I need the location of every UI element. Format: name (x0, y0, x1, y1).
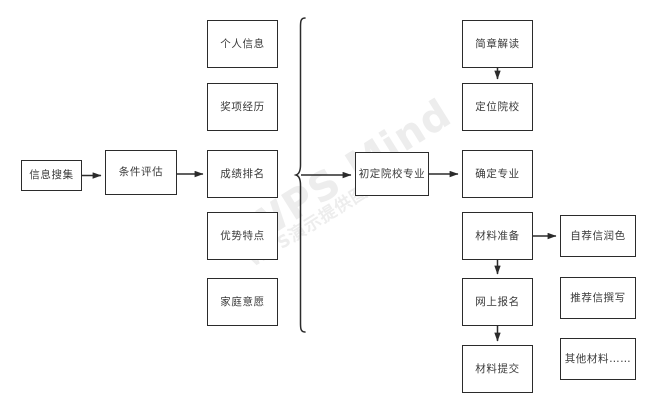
node-online-application[interactable]: 网上报名 (462, 278, 533, 326)
node-preliminary-school-major[interactable]: 初定院校专业 (355, 152, 429, 196)
node-material-preparation[interactable]: 材料准备 (462, 212, 533, 260)
node-locate-school[interactable]: 定位院校 (462, 83, 533, 131)
node-recommendation-letter-writing[interactable]: 推荐信撰写 (560, 277, 636, 319)
node-condition-assessment[interactable]: 条件评估 (105, 150, 177, 195)
node-award-experience[interactable]: 奖项经历 (207, 83, 278, 131)
node-personal-info[interactable]: 个人信息 (207, 20, 278, 68)
node-strengths[interactable]: 优势特点 (207, 212, 278, 260)
node-material-submission[interactable]: 材料提交 (462, 345, 533, 393)
node-self-recommendation-polish[interactable]: 自荐信润色 (560, 215, 636, 257)
node-family-wishes[interactable]: 家庭意愿 (207, 278, 278, 326)
node-brochure-reading[interactable]: 简章解读 (462, 20, 533, 68)
group-brace (293, 17, 306, 333)
node-info-gathering[interactable]: 信息搜集 (21, 160, 82, 191)
node-confirm-major[interactable]: 确定专业 (462, 150, 533, 198)
node-grade-ranking[interactable]: 成绩排名 (207, 150, 278, 198)
node-other-materials[interactable]: 其他材料…… (560, 338, 636, 380)
